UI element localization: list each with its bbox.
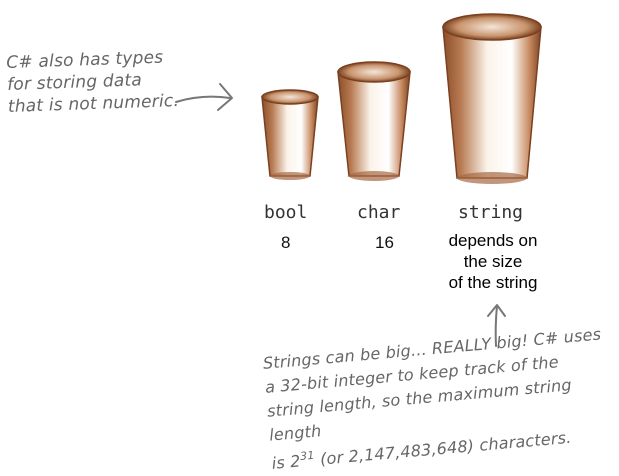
curved-arrow-icon [175, 83, 233, 111]
char-size: 16 [375, 233, 394, 252]
type-label-bool: bool [264, 202, 308, 223]
cups-illustration [261, 13, 542, 184]
char-cup-icon [337, 61, 411, 181]
bottom-annotation-exponent: 31 [299, 448, 316, 464]
string-size-line-2: the size [463, 252, 523, 271]
string-cup-icon [442, 13, 542, 184]
bool-cup-icon [261, 89, 319, 180]
up-arrow-icon [487, 304, 506, 347]
type-label-char: char [357, 202, 401, 223]
bool-size: 8 [281, 233, 291, 252]
bottom-annotation: Strings can be big... REALLY big! C# use… [262, 321, 619, 476]
string-size-line-3: of the string [448, 273, 538, 292]
type-label-string: string [458, 202, 524, 223]
bottom-annotation-prefix: is 2 [270, 451, 302, 473]
string-size-line-1: depends on [448, 231, 538, 250]
string-size-description: depends on the size of the string [433, 230, 553, 293]
